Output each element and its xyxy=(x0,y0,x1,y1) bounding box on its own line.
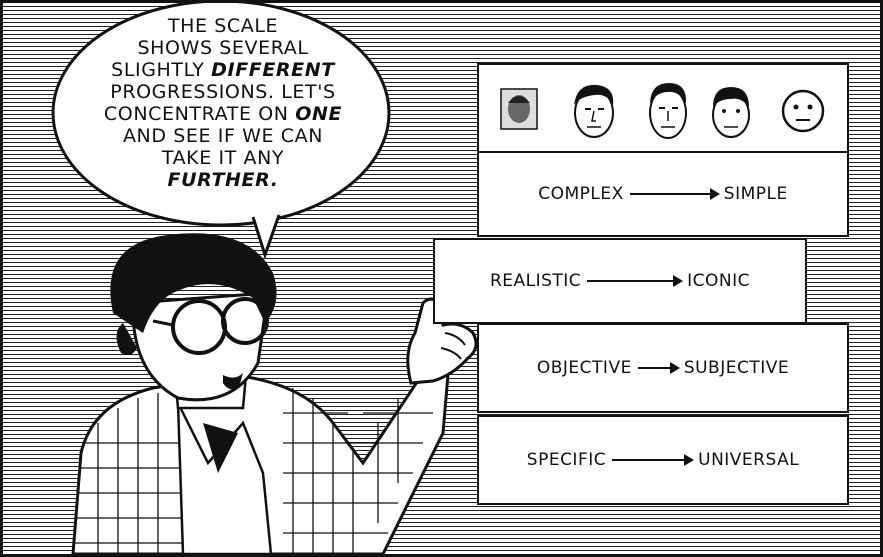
photo-face-icon xyxy=(500,88,538,130)
bubble-line: SLIGHTLY DIFFERENT xyxy=(111,59,335,81)
bubble-line: CONCENTRATE ON ONE xyxy=(103,103,343,125)
scale-to-label: UNIVERSAL xyxy=(698,450,800,470)
emphasis: ONE xyxy=(295,103,343,125)
scale-to-label: SUBJECTIVE xyxy=(683,358,790,378)
simplified-face-icon xyxy=(712,87,750,138)
bubble-line: THE SCALE xyxy=(167,15,279,37)
scale-from-label: COMPLEX xyxy=(538,184,624,204)
realistic-face-icon xyxy=(649,83,687,139)
scale-row-specific-universal: SPECIFIC UNIVERSAL xyxy=(477,415,849,505)
speech-bubble xyxy=(51,3,391,260)
comic-artwork xyxy=(51,3,478,554)
bubble-line: AND SEE IF WE CAN xyxy=(122,125,324,147)
emphasis: DIFFERENT xyxy=(211,59,335,81)
speech-bubble-text: THE SCALE SHOWS SEVERAL SLIGHTLY DIFFERE… xyxy=(81,15,365,191)
right-arrow-icon xyxy=(587,275,684,287)
plaid-pattern xyxy=(75,388,433,554)
scale-row-realistic-iconic: REALISTIC ICONIC xyxy=(433,238,807,324)
character xyxy=(71,233,450,554)
right-arrow-icon xyxy=(612,454,695,466)
scale-row-objective-subjective: OBJECTIVE SUBJECTIVE xyxy=(477,323,849,413)
emphasis: FURTHER. xyxy=(167,169,279,191)
smiley-face-icon xyxy=(781,89,825,133)
faces-illustration xyxy=(500,83,825,139)
bubble-line: SHOWS SEVERAL xyxy=(137,37,309,59)
scale-row-complex-simple: COMPLEX SIMPLE xyxy=(477,151,849,237)
faces-strip xyxy=(477,63,849,153)
scale-from-label: REALISTIC xyxy=(489,271,582,291)
scale-to-label: ICONIC xyxy=(687,271,751,291)
right-arrow-icon xyxy=(637,362,680,374)
scale-to-label: SIMPLE xyxy=(723,184,788,204)
right-arrow-icon xyxy=(629,188,720,200)
scale-from-label: OBJECTIVE xyxy=(536,358,632,378)
bubble-line: FURTHER. xyxy=(81,169,365,191)
detailed-face-icon xyxy=(574,84,614,138)
pointing-hand xyxy=(406,297,478,385)
bubble-line: PROGRESSIONS. LET'S xyxy=(110,81,336,103)
bubble-line: TAKE IT ANY xyxy=(161,147,285,169)
scale-from-label: SPECIFIC xyxy=(526,450,607,470)
